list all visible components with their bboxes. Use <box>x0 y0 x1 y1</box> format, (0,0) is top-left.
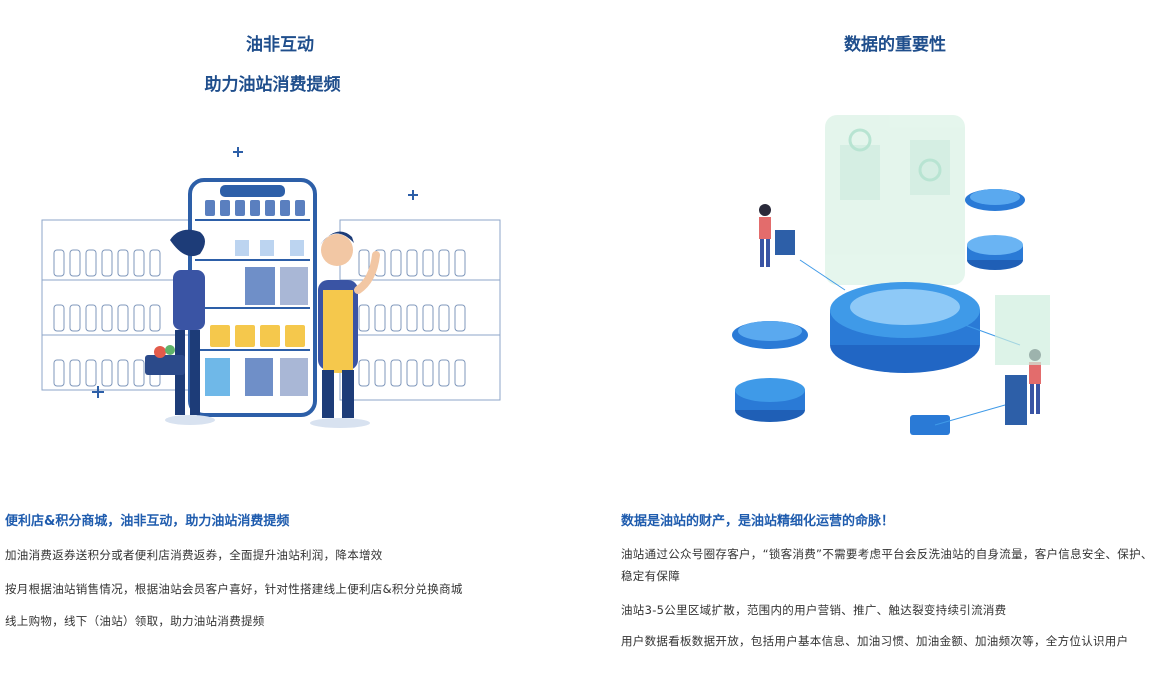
right-title: 数据的重要性 <box>844 35 946 55</box>
right-paragraph-1: 油站通过公众号圈存客户，“锁客消费”不需要考虑平台会反洗油站的自身流量，客户信息… <box>621 547 1153 583</box>
left-paragraph-3: 线上购物，线下（油站）领取，助力油站消费提频 <box>5 614 265 628</box>
data-platform-illustration <box>705 105 1075 450</box>
left-paragraph-1: 加油消费返券送积分或者便利店消费返券，全面提升油站利润，降本增效 <box>5 548 383 562</box>
left-section-heading: 便利店&积分商城，油非互动，助力油站消费提频 <box>5 514 290 529</box>
left-title-line1: 油非互动 <box>246 35 314 55</box>
right-section-heading: 数据是油站的财产，是油站精细化运营的命脉！ <box>621 514 895 529</box>
left-paragraph-2: 按月根据油站销售情况，根据油站会员客户喜好，针对性搭建线上便利店&积分兑换商城 <box>5 582 463 596</box>
left-title-line2: 助力油站消费提频 <box>204 75 341 95</box>
right-paragraph-2: 油站3-5公里区域扩散，范围内的用户营销、推广、触达裂变持续引流消费 <box>621 603 1007 617</box>
convenience-store-illustration <box>40 140 502 432</box>
right-paragraph-3: 用户数据看板数据开放，包括用户基本信息、加油习惯、加油金额、加油频次等，全方位认… <box>621 634 1129 648</box>
